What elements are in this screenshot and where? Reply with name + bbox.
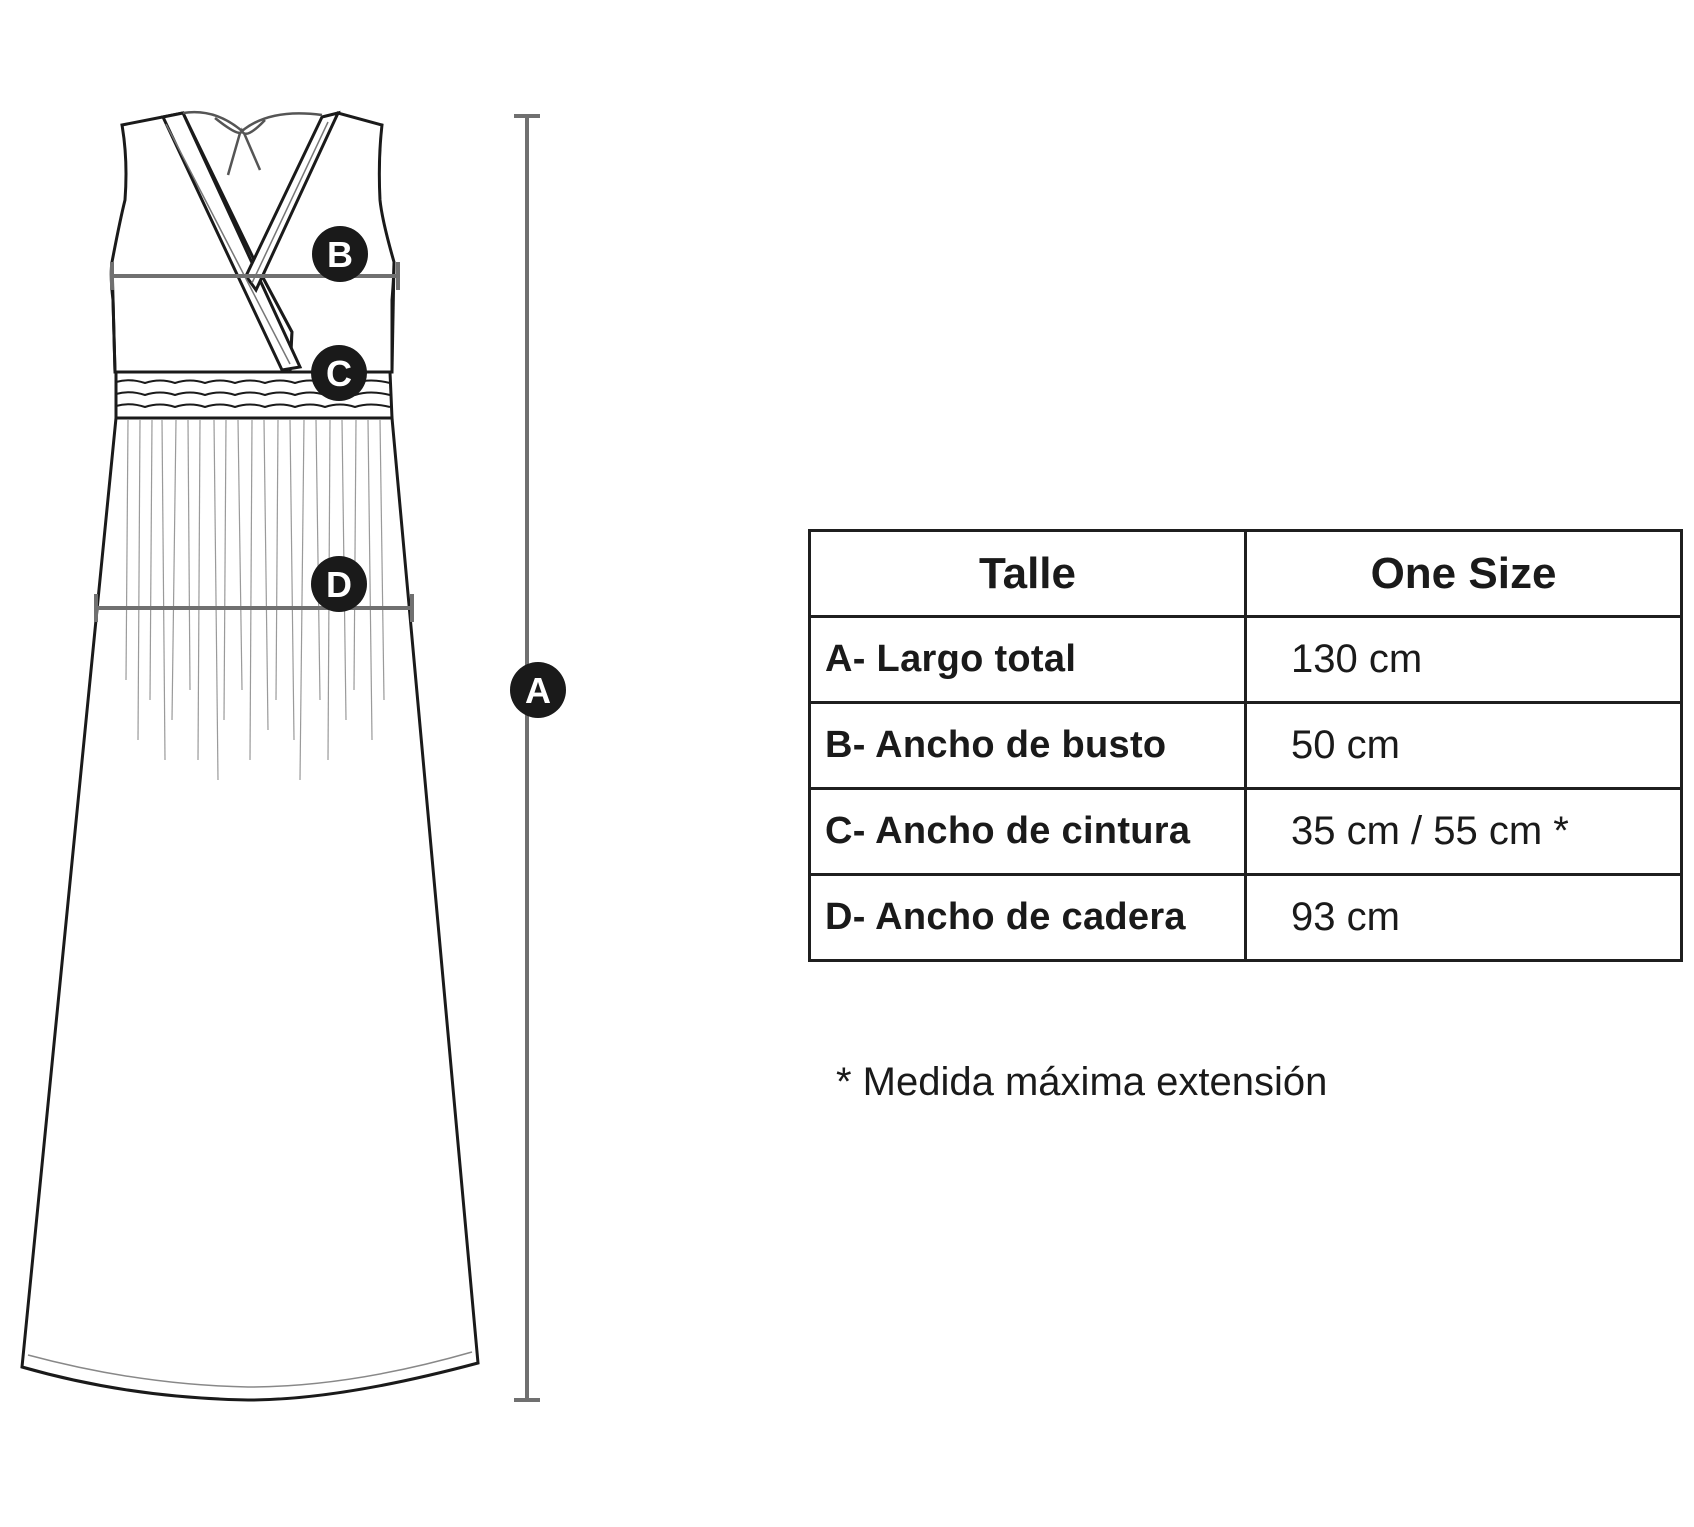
svg-text:C: C: [326, 353, 352, 394]
table-row: C- Ancho de cintura 35 cm / 55 cm *: [808, 787, 1683, 876]
svg-text:B: B: [327, 234, 353, 275]
length-line: [514, 114, 540, 1402]
header-talle: Talle: [808, 529, 1247, 618]
skirt-outline: [20, 416, 480, 1402]
row-label: D- Ancho de cadera: [808, 873, 1247, 962]
marker-a: A: [510, 662, 566, 718]
neck-tie: [182, 110, 323, 176]
svg-text:A: A: [525, 670, 551, 711]
svg-text:D: D: [326, 564, 352, 605]
neckline-bands: [160, 110, 341, 372]
row-label: C- Ancho de cintura: [808, 787, 1247, 876]
table-row: B- Ancho de busto 50 cm: [808, 701, 1683, 790]
row-label: A- Largo total: [808, 615, 1247, 704]
marker-d: D: [311, 556, 367, 612]
row-value: 35 cm / 55 cm *: [1244, 787, 1683, 876]
gather-lines: [125, 419, 385, 781]
marker-c: C: [311, 345, 367, 401]
table-row: A- Largo total 130 cm: [808, 615, 1683, 704]
row-value: 130 cm: [1244, 615, 1683, 704]
marker-b: B: [312, 226, 368, 282]
table-header-row: Talle One Size: [808, 529, 1683, 618]
row-value: 50 cm: [1244, 701, 1683, 790]
header-one-size: One Size: [1244, 529, 1683, 618]
table-row: D- Ancho de cadera 93 cm: [808, 873, 1683, 962]
size-table: Talle One Size A- Largo total 130 cm B- …: [808, 529, 1683, 962]
row-label: B- Ancho de busto: [808, 701, 1247, 790]
row-value: 93 cm: [1244, 873, 1683, 962]
footnote: * Medida máxima extensión: [836, 1060, 1328, 1104]
